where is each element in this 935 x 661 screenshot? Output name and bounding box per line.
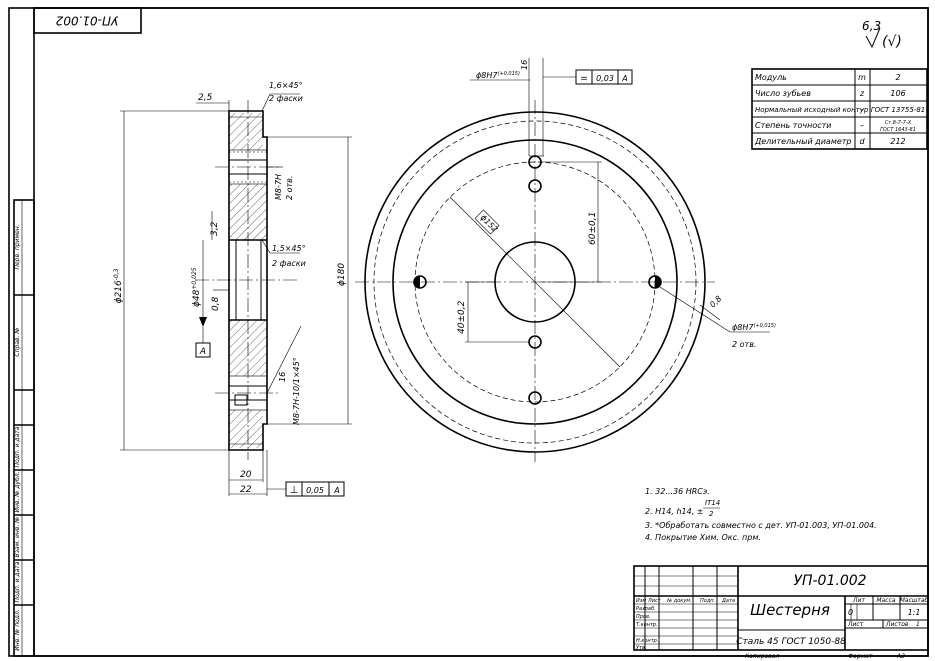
perp-datum: A: [333, 486, 339, 495]
parallel-symbol: =: [580, 74, 588, 84]
param-sym-2: –: [860, 105, 864, 114]
side-strip: Перв. примен. Справ. № Подп. и дата Инв.…: [13, 199, 35, 657]
outer-dia-label: ϕ216-0,3: [113, 268, 124, 303]
col-date: Дата: [721, 598, 735, 604]
dim-16-side: 16: [278, 372, 287, 382]
col-izm: Изм: [636, 598, 646, 604]
param-val2-3: ГОСТ 1643-81: [880, 127, 916, 133]
param-sym-1: z: [859, 89, 865, 98]
strip-label-3: Подп. и дата: [14, 426, 21, 467]
pin-hole-right: ϕ8H7(+0,015): [732, 323, 776, 332]
param-name-2: Нормальный исходный контур: [755, 106, 869, 114]
note-4: 4. Покрытие Хим. Окс. прм.: [645, 533, 761, 542]
param-sym-3: –: [860, 121, 864, 130]
param-name-4: Делительный диаметр: [754, 137, 852, 146]
dim-0-8: 0,8: [211, 296, 221, 311]
strip-label-4: Инв. № дубл.: [14, 471, 21, 512]
dia-180: ϕ180: [337, 263, 347, 286]
tb-name: Шестерня: [750, 601, 830, 619]
mass-value: 0: [848, 608, 853, 617]
param-name-1: Число зубьев: [755, 89, 811, 98]
note-2-frac-bot: 2: [709, 510, 714, 518]
dim-40: 40±0,2: [457, 300, 467, 334]
perp-symbol: ⊥: [290, 485, 299, 496]
row-nkontr: Н.контр.: [636, 638, 658, 644]
roughness-paren: (√): [882, 34, 902, 50]
pin-hole-top: ϕ8H7(+0,015): [476, 71, 520, 80]
chamfer-top-note: 2 фаски: [269, 94, 303, 103]
note-2-frac-top: IT14: [705, 499, 720, 507]
param-sym-4: d: [859, 137, 865, 146]
m8-hole: М8-7Н: [274, 174, 283, 200]
datum-box: [195, 342, 211, 358]
chamfer-mid: 1,5×45°: [272, 244, 306, 253]
rotated-designation-box: УП-01.002: [33, 7, 142, 34]
dim-60: 60±0,1: [588, 212, 598, 245]
row-utv: Утв.: [636, 645, 647, 651]
note-2: 2. H14, h14, ±: [645, 507, 704, 516]
format-value: A2: [896, 653, 905, 660]
param-val-3: Ст.8-7-7-Х: [885, 120, 912, 126]
param-val-4: 212: [890, 137, 905, 146]
tb-material: Сталь 45 ГОСТ 1050-88: [736, 637, 846, 647]
sheets-label: Листов: [885, 621, 909, 628]
scale-value: 1:1: [908, 608, 921, 617]
hdr-scale: Масштаб: [900, 597, 929, 604]
strip-label-1: Перв. примен.: [14, 224, 21, 269]
roughness-value: 6,3: [862, 19, 881, 33]
title-block: Изм Лист № докум. Подп. Дата Разраб. Про…: [633, 565, 929, 660]
dia-152: ϕ152: [479, 213, 500, 234]
param-name-3: Степень точности: [755, 121, 831, 130]
roughness-symbol: 6,3 (√): [862, 19, 902, 50]
param-val-0: 2: [895, 73, 900, 82]
front-view: ϕ152 60±0,1 40±0,2 16 ϕ8H7(+0,015) = 0,0…: [355, 58, 776, 462]
param-table: Модуль m 2 Число зубьев z 106 Нормальный…: [751, 68, 928, 150]
row-prov: Пров.: [636, 614, 651, 620]
param-sym-0: m: [858, 73, 866, 82]
tb-designation: УП-01.002: [793, 573, 866, 589]
col-list: Лист: [647, 598, 662, 604]
pin-count: 2 отв.: [732, 340, 756, 349]
strip-label-5: Взам. инв. №: [14, 517, 21, 558]
sheet-label: Лист: [847, 621, 864, 628]
technical-notes: 1. 32...36 HRCэ. 2. H14, h14, ± IT14 2 3…: [645, 487, 877, 542]
bore-dia: ϕ48+0,025: [191, 267, 202, 307]
format-label: Формат: [848, 653, 873, 660]
param-name-0: Модуль: [755, 73, 787, 82]
dim-20: 20: [240, 470, 252, 480]
thread-note: М8-7Н-10/1×45°: [292, 357, 301, 425]
row-razrab: Разраб.: [636, 606, 656, 612]
perp-value: 0,05: [306, 486, 324, 495]
param-val-2: ГОСТ 13755-81: [871, 106, 926, 114]
chamfer-top: 1,6×45°: [269, 81, 303, 90]
col-sign: Подп.: [700, 598, 715, 604]
datum-label: A: [199, 347, 206, 357]
note-1: 1. 32...36 HRCэ.: [645, 487, 710, 496]
dim-16-front: 16: [520, 60, 529, 70]
strip-label-7: Инв. № подл.: [14, 609, 21, 650]
dim-3-2: 3,2: [210, 221, 220, 236]
sheets-value: 1: [916, 621, 920, 628]
dim-2-5: 2,5: [198, 93, 213, 103]
chamfer-mid-note: 2 фаски: [272, 259, 306, 268]
copied-label: Копировал: [745, 653, 779, 660]
row-tkontr: Т.контр.: [636, 622, 658, 628]
param-val-1: 106: [890, 89, 905, 98]
hdr-lit: Лит: [852, 597, 865, 604]
dim-0-8-front: 0,8: [708, 294, 723, 309]
strip-label-6: Подп. и дата: [14, 561, 21, 602]
dim-22: 22: [240, 485, 252, 495]
hdr-mass: Масса: [876, 597, 895, 604]
m8-count: 2 отв.: [285, 176, 294, 200]
col-doc: № докум.: [666, 598, 692, 604]
parallel-value: 0,03: [596, 74, 614, 83]
strip-label-2: Справ. №: [14, 327, 21, 356]
parallel-datum: A: [621, 74, 627, 83]
rotated-designation: УП-01.002: [56, 14, 119, 28]
note-3: 3. *Обработать совместно с дет. УП-01.00…: [645, 521, 877, 530]
side-view: ϕ216-0,3 2,5 1,6×45° 2 фаски 3,2 0,8 ϕ48…: [113, 81, 352, 497]
